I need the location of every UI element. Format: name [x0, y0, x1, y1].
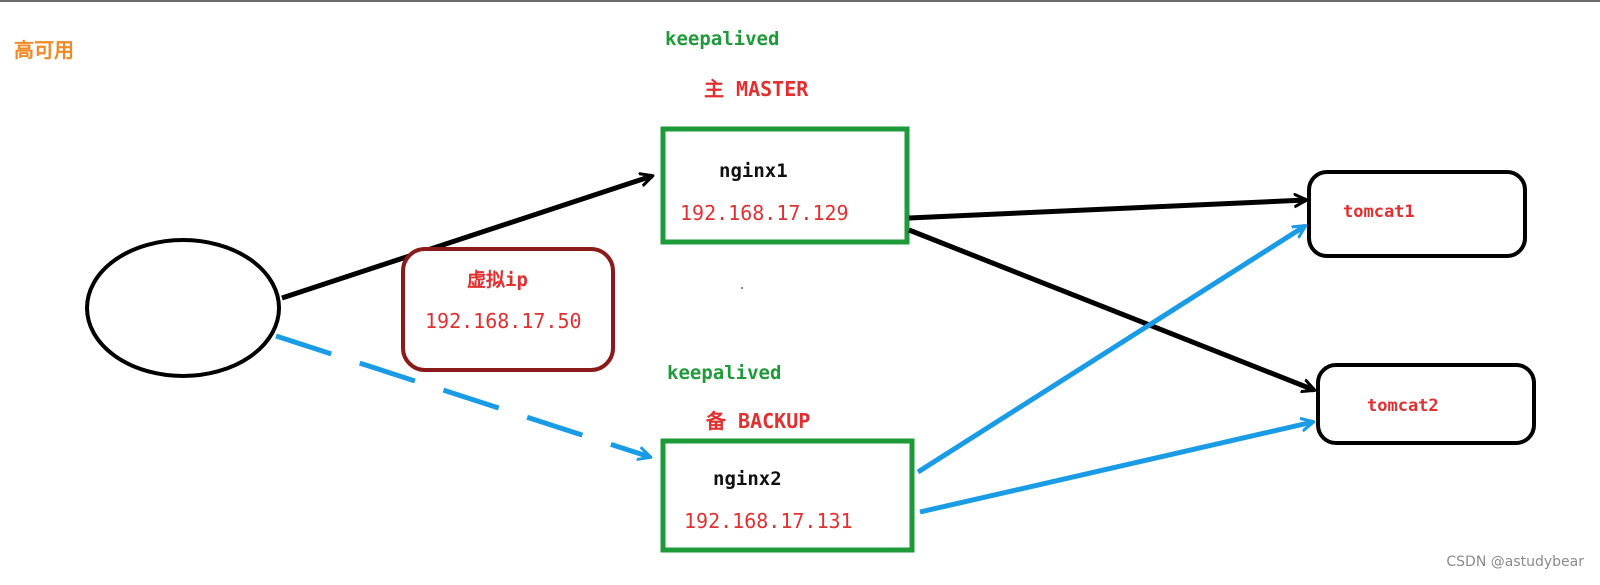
- tomcat1-box: [1307, 170, 1527, 258]
- client-ellipse: [85, 238, 281, 378]
- client-to-master-link: [281, 176, 652, 301]
- backup-box: [660, 438, 915, 553]
- diagram-title: 高可用: [14, 38, 74, 62]
- backup-role-label: 备 BACKUP: [706, 409, 811, 433]
- master-host-label: nginx1: [719, 160, 788, 182]
- virtual-ip-title: 虚拟ip: [467, 269, 528, 291]
- client-to-backup-link: [275, 333, 650, 457]
- backup-host-label: nginx2: [713, 468, 782, 490]
- tomcat2-box: [1316, 363, 1536, 445]
- backup-ip-label: 192.168.17.131: [684, 509, 853, 533]
- master-keepalived-label: keepalived: [665, 28, 780, 50]
- backup-to-tomcat1-link: [916, 223, 1305, 475]
- master-role-label: 主 MASTER: [704, 77, 809, 101]
- master-ip-label: 192.168.17.129: [680, 201, 849, 225]
- master-to-tomcat2-link: [908, 227, 1314, 390]
- virtual-ip-box: [401, 247, 615, 372]
- stray-dot: [741, 287, 743, 289]
- master-to-tomcat1-link: [908, 200, 1306, 221]
- tomcat1-label: tomcat1: [1343, 202, 1415, 222]
- backup-keepalived-label: keepalived: [667, 362, 782, 384]
- top-border: [0, 0, 1600, 2]
- tomcat2-label: tomcat2: [1367, 396, 1439, 416]
- backup-to-tomcat2-link: [919, 422, 1313, 515]
- watermark: CSDN @astudybear: [1446, 554, 1584, 570]
- master-box: [660, 126, 910, 245]
- virtual-ip-address: 192.168.17.50: [425, 309, 582, 333]
